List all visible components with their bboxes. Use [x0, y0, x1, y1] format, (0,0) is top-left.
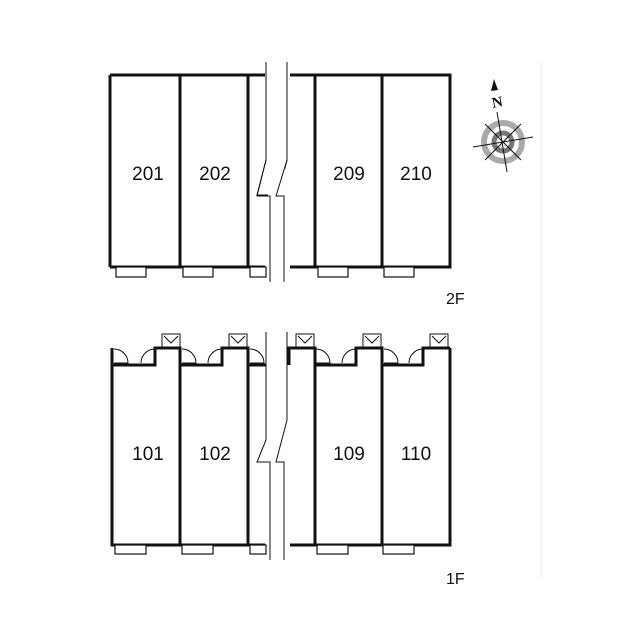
unit-201-label: 201 — [132, 164, 164, 185]
unit-202-label: 202 — [199, 164, 231, 185]
floor-label-2f: 2F — [446, 291, 465, 308]
entrance-doors — [113, 348, 424, 364]
north-label: N — [491, 94, 505, 112]
unit-110-label: 110 — [401, 444, 431, 465]
balconies — [115, 266, 415, 278]
unit-102-label: 102 — [199, 444, 231, 465]
floor-2f: 201 202 209 210 2F — [108, 60, 465, 308]
unit-209-label: 209 — [333, 164, 365, 185]
compass-icon: N — [472, 79, 534, 173]
meter-boxes — [161, 333, 449, 348]
floor-1f: 101 102 109 110 1F — [110, 332, 465, 588]
unit-210-label: 210 — [400, 164, 432, 185]
floor-label-1f: 1F — [446, 571, 465, 588]
unit-101-label: 101 — [132, 444, 164, 465]
unit-109-label: 109 — [333, 444, 365, 465]
balconies — [114, 544, 415, 555]
